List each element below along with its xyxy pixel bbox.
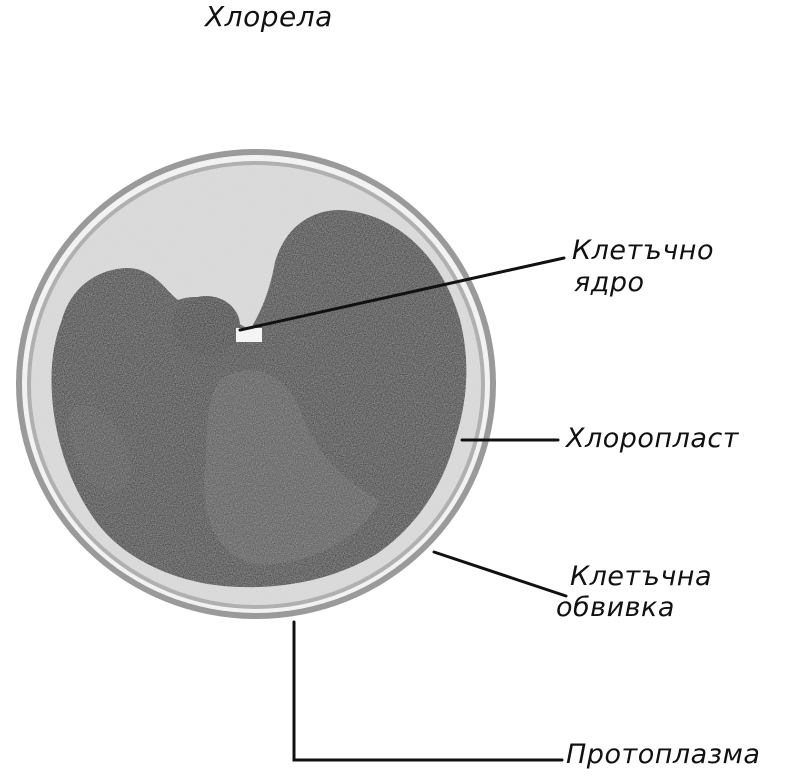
nucleus-label-line1: Клетъчно — [572, 235, 714, 266]
chloroplast-label: Хлоропласт — [566, 423, 739, 454]
chloroplast — [51, 210, 467, 588]
cell-wall-label-line1: Клетъчна — [570, 561, 712, 592]
nucleus-label-line2: ядро — [574, 267, 645, 298]
cell-wall-label-line2: обвивка — [556, 592, 675, 623]
leader-lines — [238, 256, 568, 762]
cell-nucleus — [172, 296, 262, 356]
protoplasm-label: Протоплазма — [566, 739, 761, 770]
nucleus-leader-line — [238, 256, 566, 332]
diagram-title: Хлорела — [205, 0, 333, 33]
protoplasm-leader-line — [292, 620, 564, 762]
cell-wall-leader-line — [432, 550, 568, 598]
